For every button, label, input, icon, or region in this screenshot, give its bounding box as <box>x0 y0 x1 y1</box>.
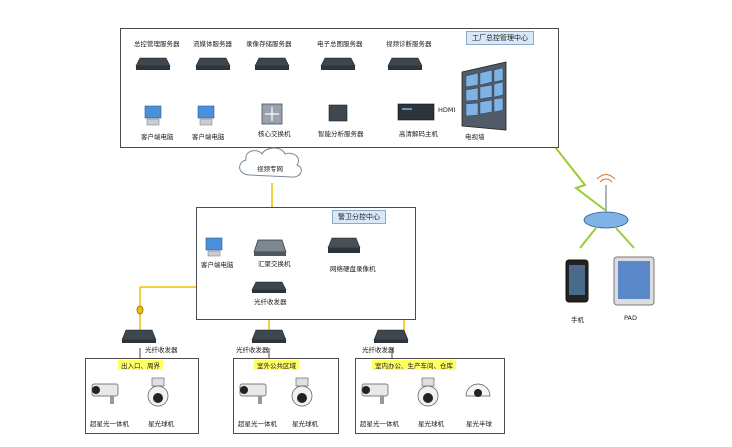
site-fiber-label-3: 光纤收发器 <box>362 346 395 354</box>
site-area-label-1: 出入口、周界 <box>118 360 163 370</box>
guard-fiber-label: 光纤收发器 <box>254 298 287 306</box>
server-label-1: 总控管理服务器 <box>134 40 180 48</box>
server-label-2: 流媒体服务器 <box>193 40 232 48</box>
network-cloud-label: 视频专网 <box>257 165 283 173</box>
server-label-5: 视频诊断服务器 <box>386 40 432 48</box>
agg-switch-label: 汇聚交换机 <box>258 260 291 268</box>
cam-label-1-2: 星光球机 <box>148 420 174 428</box>
site-fiber-label-1: 光纤收发器 <box>145 346 178 354</box>
cam-label-3-2: 星光球机 <box>418 420 444 428</box>
computer-icon <box>144 105 215 126</box>
speed-dome-icon <box>147 377 169 407</box>
server-label-4: 电子总图服务器 <box>317 40 363 48</box>
client-pc-label-2: 客户端电脑 <box>192 133 225 141</box>
server-label-3: 录像存储服务器 <box>246 40 292 48</box>
guard-center-title: 警卫分控中心 <box>332 210 386 224</box>
cam-label-3-3: 星光半球 <box>466 420 492 428</box>
smart-server-label: 智能分析服务器 <box>318 130 364 138</box>
hdmi-label: HDMI <box>438 106 456 114</box>
core-switch-label: 核心交换机 <box>258 130 291 138</box>
cam-label-3-1: 超星光一体机 <box>360 420 399 428</box>
bullet-camera-icon <box>91 383 119 404</box>
guard-center-panel <box>196 207 416 320</box>
site-area-label-2: 室外公共区域 <box>254 360 299 370</box>
mini-dome-icon <box>465 383 491 397</box>
guard-client-label: 客户端电脑 <box>201 261 234 269</box>
phone-label: 手机 <box>571 316 584 324</box>
pad-label: PAD <box>624 314 637 322</box>
site-fiber-label-2: 光纤收发器 <box>236 346 269 354</box>
cam-label-1-1: 超星光一体机 <box>90 420 129 428</box>
site-area-label-3: 室内办公、生产车间、仓库 <box>372 360 456 370</box>
video-wall-label: 电视墙 <box>465 133 485 141</box>
decoder-label: 高清解码主机 <box>399 130 438 138</box>
cam-label-2-2: 星光球机 <box>292 420 318 428</box>
client-pc-label-1: 客户端电脑 <box>141 133 174 141</box>
nvr-label: 网络硬盘录像机 <box>330 265 376 273</box>
server-icon <box>135 57 423 67</box>
cam-label-2-1: 超星光一体机 <box>238 420 277 428</box>
control-center-title: 工厂总控管理中心 <box>466 31 534 45</box>
